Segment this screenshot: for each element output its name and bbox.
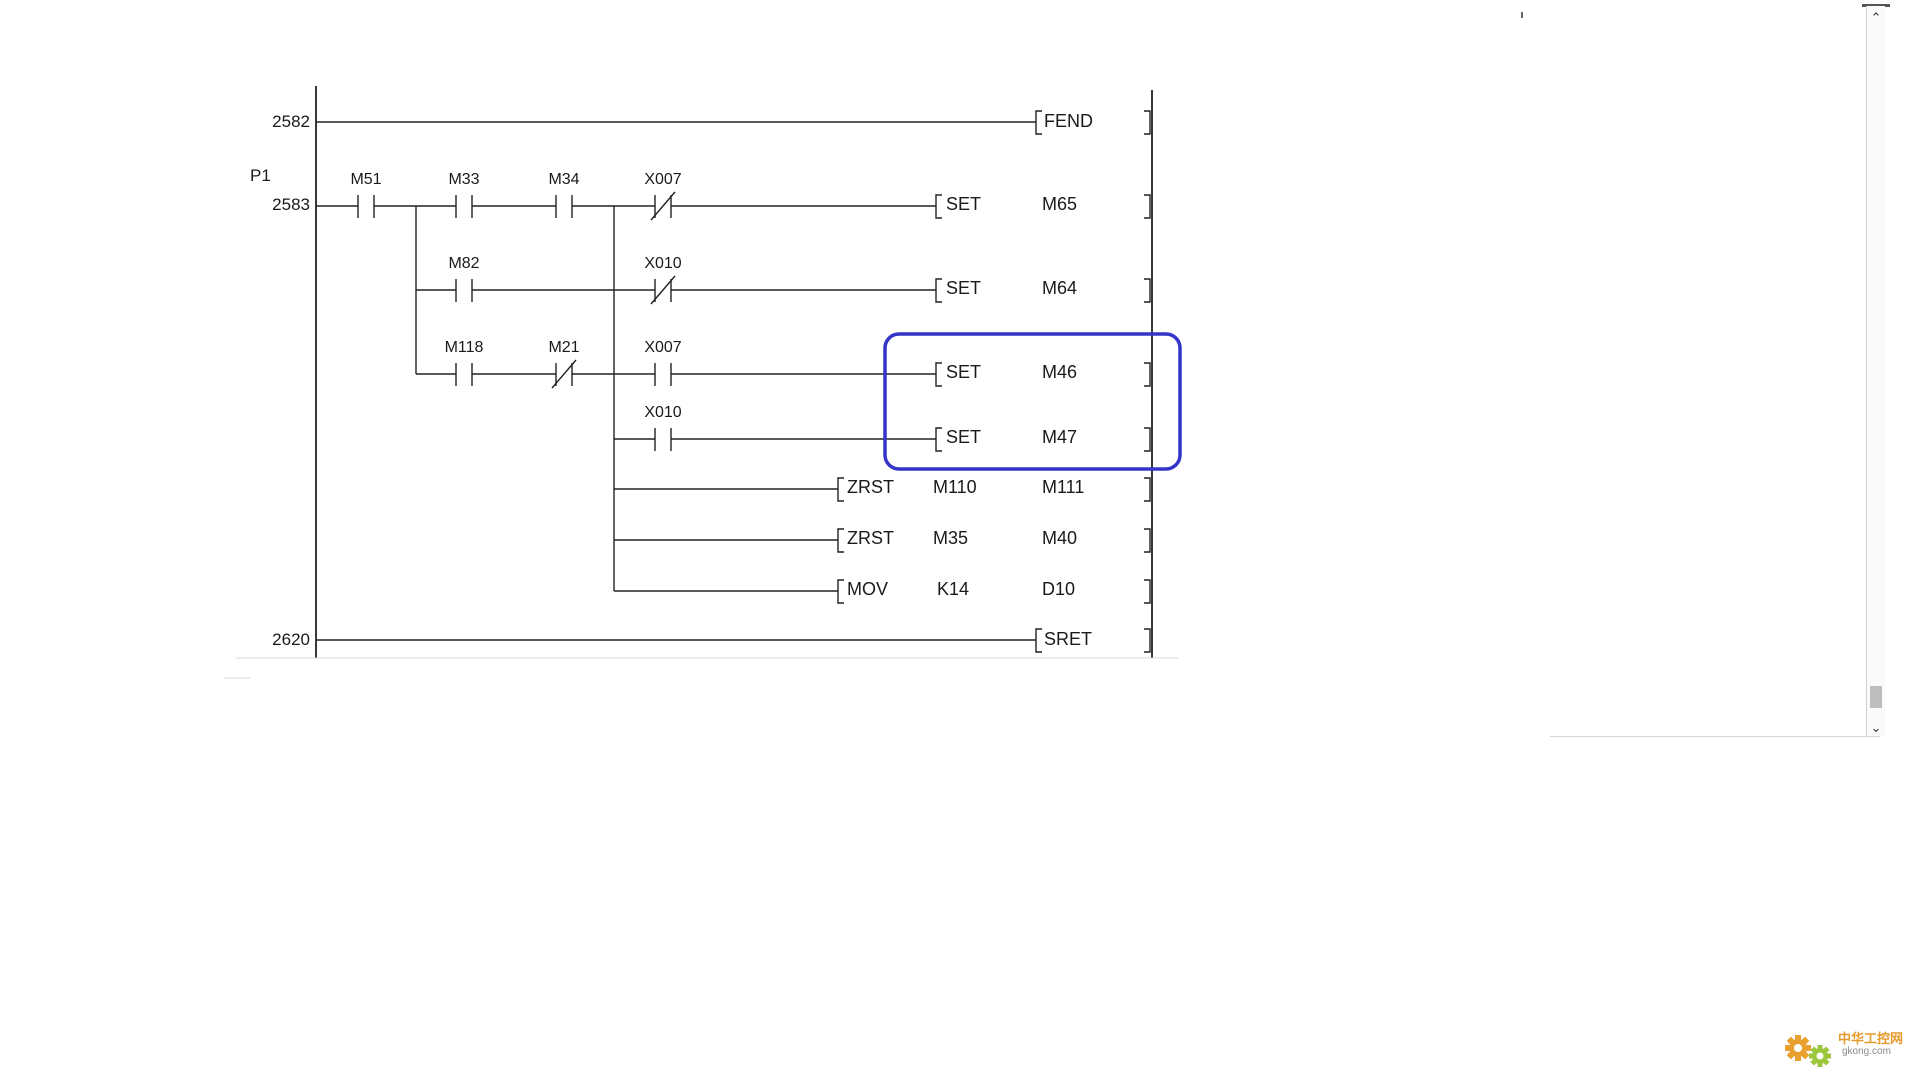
contact-no-m34[interactable]: M34: [548, 171, 580, 218]
contact-label: X010: [644, 404, 681, 421]
vertical-scrollbar[interactable]: ⌃ ⌄: [1866, 6, 1885, 736]
instruction-mnemonic: SET: [946, 427, 981, 447]
instruction-operand: M110: [933, 477, 977, 497]
instruction-open-bracket: [1035, 628, 1042, 653]
contact-nc-m21[interactable]: M21: [548, 339, 580, 389]
contact-nc-x010[interactable]: X010: [644, 255, 682, 305]
watermark-logo: 中华工控网 gkong.com: [1780, 1022, 1915, 1074]
instruction-sret: SRET: [1044, 629, 1092, 649]
output-zrst-m35-m40[interactable]: ZRST M35 M40: [837, 528, 1151, 553]
instruction-close-bracket: [1144, 110, 1151, 135]
instruction-mnemonic: SET: [946, 194, 981, 214]
instruction-mnemonic: ZRST: [847, 477, 894, 497]
instruction-open-bracket: [1035, 110, 1042, 135]
output-set-m64[interactable]: SET M64: [935, 278, 1151, 303]
output-mov-k14-d10[interactable]: MOV K14 D10: [837, 579, 1151, 604]
scrollbar-top-edge: [1862, 4, 1890, 7]
step-number: 2582: [272, 112, 310, 131]
contact-label: M82: [448, 255, 479, 272]
step-number: 2620: [272, 630, 310, 649]
contact-no-x010[interactable]: X010: [644, 404, 682, 451]
contact-label: M21: [548, 339, 579, 356]
scroll-down-arrow-icon[interactable]: ⌄: [1870, 720, 1882, 735]
instruction-operand: D10: [1042, 579, 1075, 599]
output-set-m47[interactable]: SET M47: [935, 427, 1151, 452]
instruction-operand: M65: [1042, 194, 1077, 214]
instruction-operand: K14: [937, 579, 969, 599]
contact-no-x007[interactable]: X007: [644, 339, 682, 386]
instruction-operand: M35: [933, 528, 968, 548]
instruction-operand: M111: [1042, 477, 1084, 497]
instruction-operand: M46: [1042, 362, 1077, 382]
instruction-close-bracket: [1144, 628, 1151, 653]
contact-label: X007: [644, 339, 681, 356]
contact-no-m82[interactable]: M82: [448, 255, 480, 302]
watermark-text: 中华工控网: [1838, 1031, 1904, 1046]
contact-no-m33[interactable]: M33: [448, 171, 480, 218]
instruction-mnemonic: ZRST: [847, 528, 894, 548]
output-zrst-m110-m111[interactable]: ZRST M110 M111: [837, 477, 1151, 502]
panel-bottom-border: [1550, 736, 1880, 737]
output-set-m46[interactable]: SET M46: [935, 362, 1151, 387]
cursor-mark: [1521, 12, 1523, 18]
contact-label: X007: [644, 171, 681, 188]
gear-icon: [1785, 1035, 1831, 1067]
contact-label: M51: [350, 171, 381, 188]
contact-label: M33: [448, 171, 479, 188]
instruction-mnemonic: SET: [946, 362, 981, 382]
step-number: 2583: [272, 195, 310, 214]
instruction-mnemonic: SET: [946, 278, 981, 298]
pointer-label: P1: [250, 166, 271, 185]
instruction-operand: M47: [1042, 427, 1077, 447]
output-set-m65[interactable]: SET M65: [935, 194, 1151, 219]
rung-2582: 2582 FEND: [272, 110, 1151, 135]
instruction-mnemonic: MOV: [847, 579, 888, 599]
watermark-subtext: gkong.com: [1842, 1046, 1891, 1057]
contact-no-m51[interactable]: M51: [350, 171, 382, 218]
highlight-box: [883, 332, 1182, 471]
instruction-operand: M64: [1042, 278, 1077, 298]
scroll-up-arrow-icon[interactable]: ⌃: [1870, 10, 1882, 25]
rung-2620: 2620 SRET: [272, 628, 1151, 653]
contact-label: M34: [548, 171, 579, 188]
contact-label: X010: [644, 255, 681, 272]
instruction-fend: FEND: [1044, 111, 1093, 131]
contact-nc-x007[interactable]: X007: [644, 171, 682, 221]
rung-2583: P1 2583 M51 M33 M34 X007: [250, 166, 1182, 604]
instruction-operand: M40: [1042, 528, 1077, 548]
contact-no-m118[interactable]: M118: [445, 339, 484, 386]
scroll-thumb[interactable]: [1870, 686, 1882, 708]
contact-label: M118: [445, 339, 484, 356]
